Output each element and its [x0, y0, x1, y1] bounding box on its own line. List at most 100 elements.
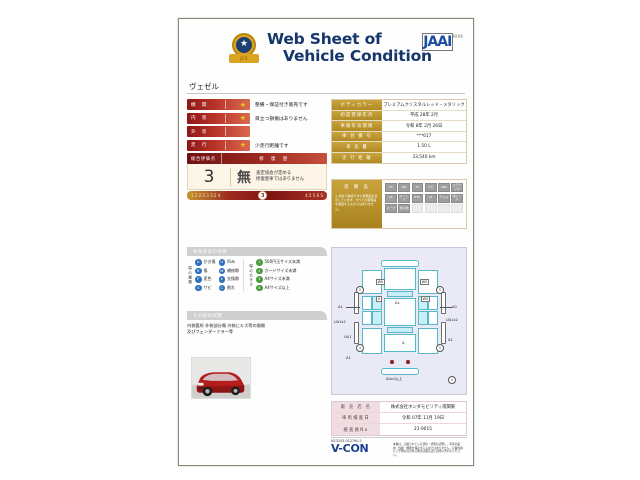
legend-text: A4サイズ以上 — [264, 284, 290, 290]
footer-divider — [331, 437, 467, 438]
legend-code-badge: 2 — [256, 267, 263, 274]
total-score-label: 総合評価点 — [191, 156, 216, 162]
spec-row: ボディカラープレミアムクリスタルレッド・メタリック — [332, 100, 466, 111]
vehicle-photo-image — [192, 358, 250, 398]
other-condition-body: 内装箇所 外装部分傷 外装にキズ等の損傷 及びフェンダーミラー等 — [187, 323, 327, 335]
evaluation-row-comment: 目立つ損傷はありません — [255, 116, 308, 122]
diagram-right-rear-quarter — [428, 311, 438, 325]
diagram-annotation-right-wheel: A1 — [448, 338, 453, 342]
spec-row: 車検有効期限令和 8年 2月 26日 — [332, 121, 466, 132]
diagram-wheel-marker: 5 — [436, 286, 444, 294]
diagram-wheel-marker: 5 — [356, 286, 364, 294]
spec-value: 平成 28年 2月 — [382, 110, 466, 120]
equipment-item: 革シート — [451, 193, 463, 203]
equipment-item: PS — [385, 183, 397, 192]
damage-size-legend-label: 傷の大きさ — [249, 263, 254, 287]
diagram-left-front-quarter — [362, 296, 372, 310]
diagram-roof — [384, 298, 416, 326]
spec-value: 33,540 km — [382, 152, 466, 163]
sheet-header: ★ JCS Web Sheet of Vehicle Condition JAA… — [187, 27, 465, 83]
evaluation-row-label: 機 関 — [191, 102, 209, 108]
specification-table: ボディカラープレミアムクリスタルレッド・メタリック 初度登録年月平成 28年 2… — [331, 99, 467, 164]
equipment-title: 装 備 品 — [344, 185, 370, 190]
diagram-right-rear-tire — [441, 322, 446, 344]
evaluation-rows: 機 関★ 整備・保証付き販売です 内 装★ 目立つ損傷はありません 外 装 走 … — [187, 99, 327, 153]
evaluation-row-star: ★ — [239, 100, 246, 109]
spec-value: ***617 — [382, 131, 466, 141]
diagram-wheel-marker: 4 — [356, 344, 364, 352]
other-condition-line2: 及びフェンダーミラー等 — [187, 329, 234, 334]
spec-value: プレミアムクリスタルレッド・メタリック — [382, 100, 466, 110]
spec-key: 車 台 番 号 — [332, 131, 382, 141]
total-score-header: 総合評価点 修 復 歴 — [187, 153, 327, 164]
diagram-annotation-right-mid: UA1x2 — [446, 318, 458, 322]
equipment-item: エアバッグ — [451, 183, 463, 192]
equipment-item: アルミ — [438, 193, 450, 203]
diagram-front-bumper — [381, 260, 419, 267]
legend-text: 500円玉サイズ未満 — [264, 259, 301, 265]
diagram-annotation-left-top: A1 — [338, 305, 343, 309]
exterior-condition-tab-label: 車両外装の状態 — [193, 249, 228, 255]
score-scale: 1 2 2.5 3 3.5 4 3 4.5 5 6 S — [187, 191, 327, 200]
jaai-mark: JAAI — [421, 33, 453, 51]
document-number: N23143-012790-1 — [331, 439, 362, 443]
legend-code-badge: B — [195, 267, 202, 274]
damage-type-legend-label: 傷の種類 — [188, 265, 193, 285]
dealer-value: 令和 07年 11月 19日 — [380, 413, 466, 423]
legend-text: 交換跡 — [227, 276, 239, 282]
legend-text: 補修跡 — [227, 267, 239, 273]
jaai-logo: JAAI 一般財団法人 日本自動車査定協会 — [421, 33, 463, 51]
dealer-key: 車両検査日 — [332, 413, 380, 423]
exterior-condition-tab: 車両外装の状態 — [187, 247, 327, 256]
spec-key: 排 気 量 — [332, 142, 382, 152]
legend-code-badge: W — [218, 267, 225, 274]
diagram-left-mirror-mark: W0 — [376, 279, 385, 285]
equipment-item: キーレス — [398, 193, 410, 203]
dealer-row: 販 売 店 名株式会社ホンダモビリティ南関東 — [332, 402, 466, 413]
diagram-left-rear-door — [372, 311, 382, 325]
legend-text: 傷 — [203, 267, 208, 273]
total-score-body: 3 無 査定協会が定める 修復歴車ではありません — [187, 164, 327, 190]
dealer-value: 21-9015 — [380, 424, 466, 435]
page-title-line2: Vehicle Condition — [283, 47, 432, 65]
other-condition-tab: その他の状態 — [187, 311, 327, 320]
repair-history-mark: 無 — [237, 169, 251, 186]
spec-value: 1.50 L — [382, 142, 466, 152]
dealer-key: 販 売 店 名 — [332, 402, 380, 412]
score-scale-left-labels: 1 2 2.5 3 3.5 4 — [191, 193, 221, 198]
vehicle-damage-diagram: 5 4 5 5 W0 W0 O W0 A1 A A1 UA1x2 UA1 A1 … — [331, 247, 467, 395]
evaluation-row: 内 装★ 目立つ損傷はありません — [187, 112, 327, 124]
other-condition-tab-label: その他の状態 — [193, 313, 223, 319]
diagram-annotation-right-top: A0 — [452, 305, 457, 309]
diagram-left-tail-lamp — [390, 360, 394, 364]
diagram-right-front-quarter — [428, 296, 438, 310]
evaluation-row-star: ★ — [239, 141, 246, 149]
vehicle-condition-sheet: ★ JCS Web Sheet of Vehicle Condition JAA… — [178, 18, 474, 466]
diagram-right-rear-door — [418, 311, 428, 325]
vehicle-model-name: ヴェゼル — [189, 82, 219, 91]
spec-key: 初度登録年月 — [332, 110, 382, 120]
legend-code-badge: C — [218, 284, 225, 291]
evaluation-row-comment: 少走行距離です — [255, 143, 289, 149]
dealer-row: 車両検査日令和 07年 11月 19日 — [332, 413, 466, 424]
diagram-corner-mark: 4 — [448, 376, 456, 384]
legend-text: 変色 — [203, 276, 212, 282]
diagram-right-front-tire — [441, 292, 446, 314]
equipment-item: ルーフ — [385, 204, 397, 213]
legend-code-badge: 1 — [256, 259, 263, 266]
vehicle-photo — [191, 357, 251, 399]
equipment-item-empty — [451, 204, 463, 213]
legend-text: A4サイズ未満 — [264, 276, 290, 282]
page-title-line1: Web Sheet of — [267, 30, 382, 48]
